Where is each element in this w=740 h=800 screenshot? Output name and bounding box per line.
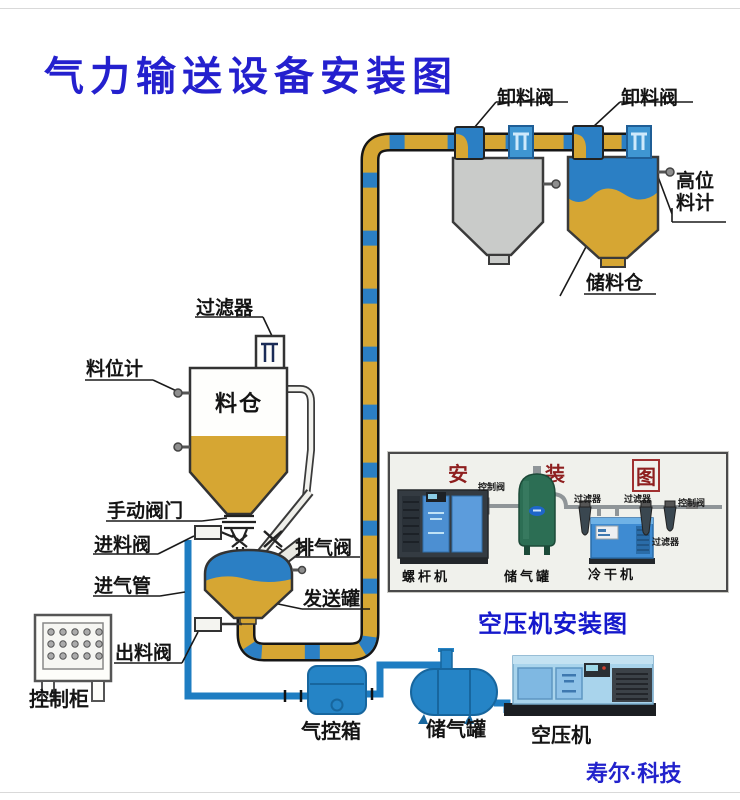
label-feed-valve: 进料阀 <box>94 535 152 556</box>
inset-title-char-3: 图 <box>632 459 660 492</box>
inset-filters <box>578 500 677 536</box>
inset-label-cold-dryer: 冷干机 <box>588 567 637 582</box>
label-level-meter: 料位计 <box>86 359 144 380</box>
hopper-empty <box>451 156 561 265</box>
discharge-valve-shape <box>194 617 242 632</box>
label-high-level-meter: 高位 料计 <box>676 171 715 214</box>
label-control-cabinet: 控制柜 <box>29 689 89 711</box>
inset-label-screw-machine: 螺杆机 <box>402 569 451 584</box>
inset-caption: 空压机安装图 <box>478 611 628 638</box>
label-filter: 过滤器 <box>196 298 254 319</box>
vent-filter-left-icon <box>508 125 534 159</box>
page-title: 气力输送设备安装图 <box>44 55 458 99</box>
page-top-edge <box>0 8 740 9</box>
label-silo: 料仓 <box>215 391 264 416</box>
label-unload-valve-left: 卸料阀 <box>497 88 555 109</box>
inset-screw-machine <box>397 489 489 564</box>
conveying-pipe <box>236 132 630 662</box>
label-air-tank: 储气罐 <box>426 719 486 741</box>
label-manual-valve: 手动阀门 <box>107 501 184 522</box>
inset-air-tank <box>518 466 556 555</box>
vent-return-pipe <box>287 385 315 498</box>
inset-label-air-tank: 储气罐 <box>504 569 553 584</box>
feed-valve-shape <box>194 525 222 540</box>
inset-cold-dryer <box>589 517 655 564</box>
label-sending-tank: 发送罐 <box>303 589 361 610</box>
brand-watermark: 寿尔·科技 <box>586 761 682 786</box>
manual-valve-shape <box>220 514 256 553</box>
exhaust-valve-shape <box>254 489 314 568</box>
sending-tank-shape <box>203 548 307 625</box>
inset-title-char-1: 安 <box>448 464 468 486</box>
page-bottom-edge <box>0 792 740 793</box>
inset-label-filter-2: 过滤器 <box>624 494 652 504</box>
silo-shape <box>173 366 289 516</box>
label-air-compressor: 空压机 <box>531 725 591 747</box>
air-tank-shape <box>410 648 498 724</box>
air-control-box-shape <box>307 665 367 715</box>
unload-valve-left-shape <box>454 126 485 160</box>
label-exhaust-valve: 排气阀 <box>295 538 353 559</box>
inset-control-valve-right-fitting <box>686 502 698 509</box>
inset-label-filter-3: 过滤器 <box>652 537 680 547</box>
inset-label-control-valve-left: 控制阀 <box>478 482 506 492</box>
air-compressor-shape <box>504 655 656 716</box>
label-air-control-box: 气控箱 <box>301 721 361 743</box>
compressor-inset-panel: 安 装 图 <box>388 452 728 592</box>
inset-canvas <box>397 466 722 564</box>
inset-label-filter-1: 过滤器 <box>574 494 602 504</box>
label-discharge-valve: 出料阀 <box>115 643 173 664</box>
label-air-inlet-pipe: 进气管 <box>94 576 152 597</box>
air-pipe-valve-ticks <box>283 688 374 702</box>
vent-filter-right-icon <box>626 125 652 159</box>
control-cabinet-shape <box>33 613 113 702</box>
inset-label-control-valve-right: 控制阀 <box>678 498 706 508</box>
unload-valve-right-shape <box>572 125 604 160</box>
silo-filter-icon <box>254 334 286 372</box>
label-unload-valve-right: 卸料阀 <box>621 88 679 109</box>
label-storage-silo: 储料仓 <box>586 273 644 294</box>
hopper-storage <box>566 155 675 268</box>
